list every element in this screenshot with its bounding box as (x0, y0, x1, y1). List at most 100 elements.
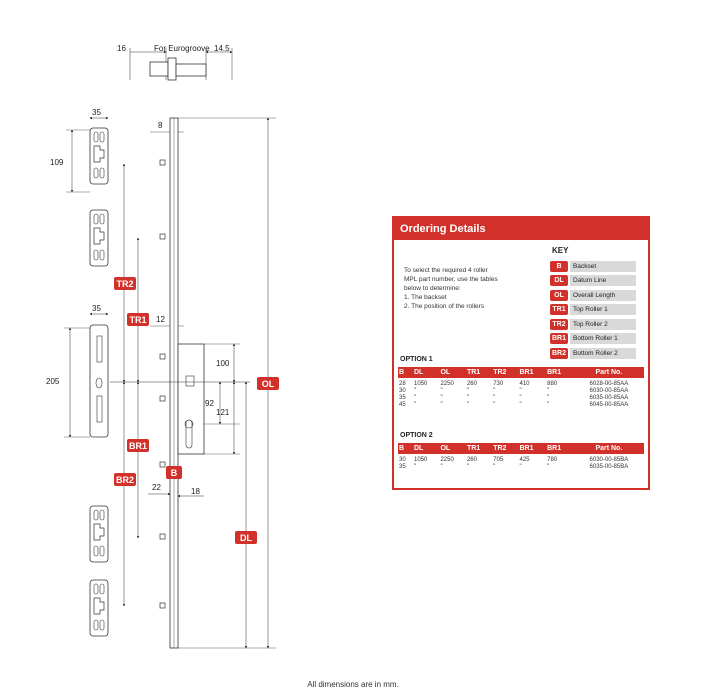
table-cell: 425 (519, 457, 530, 463)
tag-br1: BR1 (127, 439, 149, 452)
column-header: B (398, 443, 413, 454)
table-cell: 35 (399, 464, 406, 470)
dim-100: 100 (216, 359, 230, 368)
dim-92: 92 (205, 399, 214, 408)
column-header: BR1 (518, 443, 547, 454)
svg-text:OL: OL (262, 379, 275, 389)
column-header: DL (412, 443, 440, 454)
key-code: OL (550, 289, 568, 301)
column-header: BR1 (546, 443, 574, 454)
lock-faceplate (159, 117, 205, 649)
table-cell: " (466, 464, 470, 470)
column-header: TR2 (492, 367, 519, 378)
column-header: OL (439, 367, 466, 378)
table-cell: 35 (399, 395, 406, 401)
tag-tr1: TR1 (127, 313, 149, 326)
table-cell: " (519, 388, 522, 394)
table-cell: 1050 (413, 457, 428, 463)
table-cell: 6045-00-85AA (589, 402, 629, 408)
table-cell: 6035-00-85BA (589, 464, 629, 470)
table-cell: 45 (399, 402, 406, 408)
eurogroove-detail: 16 For Eurogroove 14.5 (117, 44, 233, 81)
keeper-centre (89, 324, 109, 438)
tag-br2: BR2 (114, 473, 136, 486)
table-cell: 260 (466, 381, 477, 387)
column-header: DL (412, 367, 440, 378)
ordering-details-panel: Ordering Details KEY To select the requi… (392, 216, 650, 490)
dim-205: 205 (46, 377, 60, 386)
intro-line: To select the required 4 roller (404, 267, 488, 274)
key-description: Datum Line (570, 275, 636, 286)
tag-dl: DL (235, 531, 257, 544)
table-cell: " (493, 388, 496, 394)
table-cell: " (493, 402, 496, 408)
dim-18: 18 (191, 487, 200, 496)
table-cell: 28 (399, 381, 406, 387)
column-header: BR1 (546, 367, 574, 378)
option2-title: OPTION 2 (400, 432, 433, 439)
table-row: 35""""""6035-00-85AA (398, 395, 644, 402)
key-description: Top Roller 1 (570, 304, 636, 315)
tag-tr2: TR2 (114, 277, 136, 290)
key-description: Overall Length (570, 289, 636, 301)
svg-text:BR1: BR1 (129, 441, 147, 451)
keeper-top-1 (89, 127, 109, 185)
key-description: Top Roller 2 (570, 318, 636, 330)
svg-text:TR2: TR2 (116, 279, 133, 289)
dim-16: 16 (117, 44, 126, 53)
dim-14-5: 14.5 (214, 44, 230, 53)
table-cell: " (466, 388, 470, 394)
table-cell: " (440, 464, 443, 470)
table-cell: 410 (519, 381, 530, 387)
key-code: DL (550, 275, 568, 286)
table-cell: " (547, 388, 550, 394)
column-header: Part No. (573, 367, 644, 378)
eurogroove-label: For Eurogroove (154, 44, 210, 53)
table-cell: " (519, 402, 522, 408)
key-code: TR2 (550, 318, 568, 330)
intro-line: 2. The position of the rollers (404, 303, 485, 310)
key-code: BR1 (550, 333, 568, 344)
table-cell: " (440, 395, 443, 401)
dim-8: 8 (158, 121, 163, 130)
table-cell: " (413, 388, 417, 394)
ordering-details-header: Ordering Details (394, 218, 648, 240)
tag-b: B (166, 466, 182, 479)
table-cell: " (547, 395, 550, 401)
table-cell: 2250 (440, 381, 454, 387)
tag-ol: OL (257, 377, 279, 390)
dim-35-top: 35 (92, 108, 101, 117)
table-cell: 6035-00-85AA (589, 395, 629, 401)
table-row: 35""""""6035-00-85BA (398, 464, 644, 471)
column-header: B (398, 367, 413, 378)
table-cell: 780 (547, 457, 558, 463)
table-cell: " (493, 395, 496, 401)
column-header: BR1 (518, 367, 547, 378)
keeper-bottom-2 (89, 579, 109, 637)
column-header: Part No. (573, 443, 644, 454)
table-cell: 705 (493, 457, 504, 463)
table-cell: " (413, 395, 417, 401)
table-cell: 6028-00-85AA (589, 381, 629, 387)
table-cell: " (547, 464, 550, 470)
table-cell: 30 (399, 388, 406, 394)
svg-text:BR2: BR2 (116, 475, 134, 485)
intro-line: 1. The backset (404, 294, 447, 301)
lock-dimensions: 8 12 100 92 121 22 18 (110, 117, 276, 649)
table-cell: " (519, 464, 522, 470)
table-cell: " (547, 402, 550, 408)
table-row: 30""""""6030-00-85AA (398, 388, 644, 395)
table-cell: " (413, 464, 417, 470)
column-header: TR1 (465, 367, 493, 378)
intro-line: below to determine: (404, 285, 461, 292)
table-cell: " (466, 395, 470, 401)
table-row: 45""""""6045-00-85AA (398, 402, 644, 409)
svg-text:TR1: TR1 (129, 315, 146, 325)
